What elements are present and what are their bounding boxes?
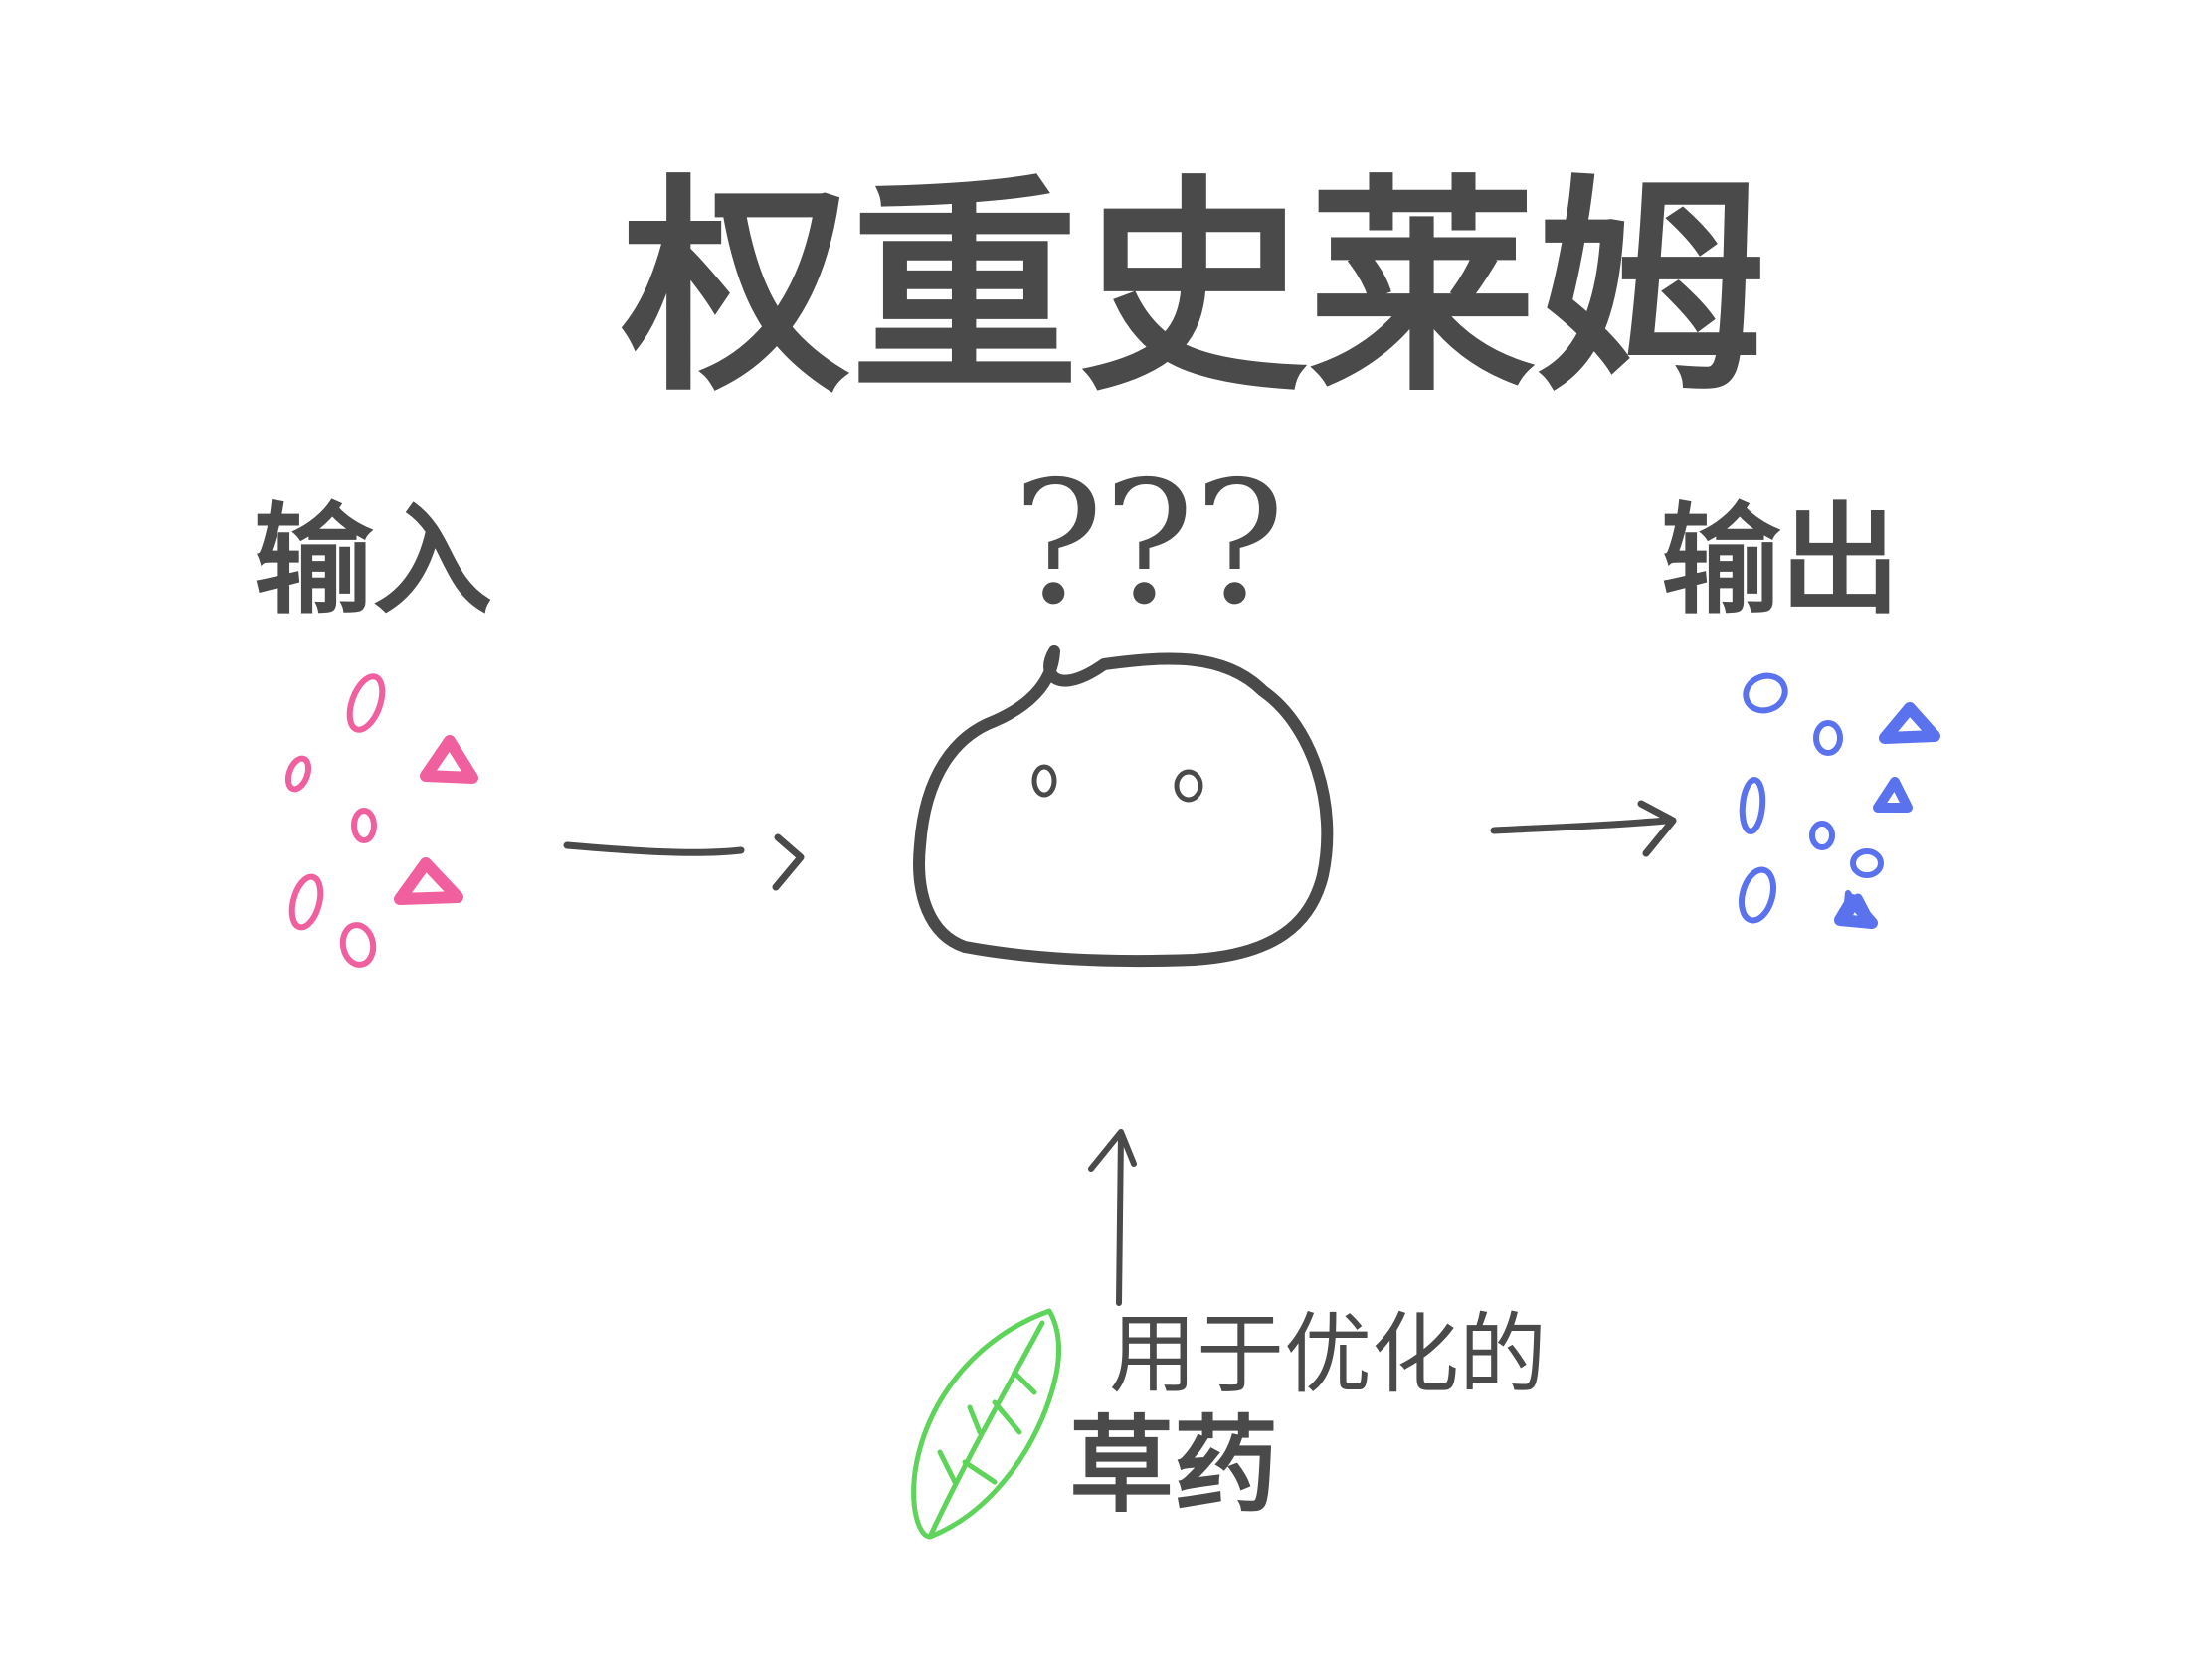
- output-particles: [1739, 672, 1940, 926]
- diagram-title: 权重史莱姆: [621, 154, 1765, 423]
- input-particles: [284, 673, 478, 968]
- output-particle-triangle: [1879, 702, 1940, 744]
- output-arrow: [1490, 800, 1677, 857]
- input-particle-triangle: [394, 857, 463, 905]
- slime-right-eye: [1174, 769, 1203, 803]
- output-particle-oval: [1739, 777, 1766, 834]
- input-particle-triangle: [420, 735, 478, 784]
- input-label: 输入: [254, 490, 492, 631]
- question-marks: ???: [1013, 446, 1284, 643]
- output-particle-oval: [1813, 720, 1843, 756]
- output-label: 输出: [1661, 490, 1900, 631]
- herb-caption-line1: 用于优化的: [1109, 1303, 1547, 1405]
- output-particle-oval: [1850, 848, 1884, 878]
- input-arrow: [563, 833, 805, 891]
- output-particle-oval: [1739, 866, 1776, 924]
- output-particle-triangle: [1873, 777, 1913, 813]
- slime-creature-icon: [913, 645, 1334, 968]
- herb-caption-line2: 草药: [1069, 1403, 1278, 1527]
- herb-arrow: [1088, 1129, 1137, 1306]
- input-particle-oval: [346, 673, 386, 733]
- input-particle-oval: [288, 873, 324, 931]
- slime-left-eye: [1031, 764, 1057, 798]
- input-particle-oval: [339, 922, 377, 968]
- leaf-icon: [911, 1308, 1061, 1540]
- input-particle-oval: [284, 755, 312, 793]
- output-particle-oval: [1809, 821, 1835, 850]
- output-particle-oval: [1743, 672, 1788, 714]
- output-particle-triangle: [1834, 894, 1878, 929]
- input-particle-oval: [351, 808, 377, 843]
